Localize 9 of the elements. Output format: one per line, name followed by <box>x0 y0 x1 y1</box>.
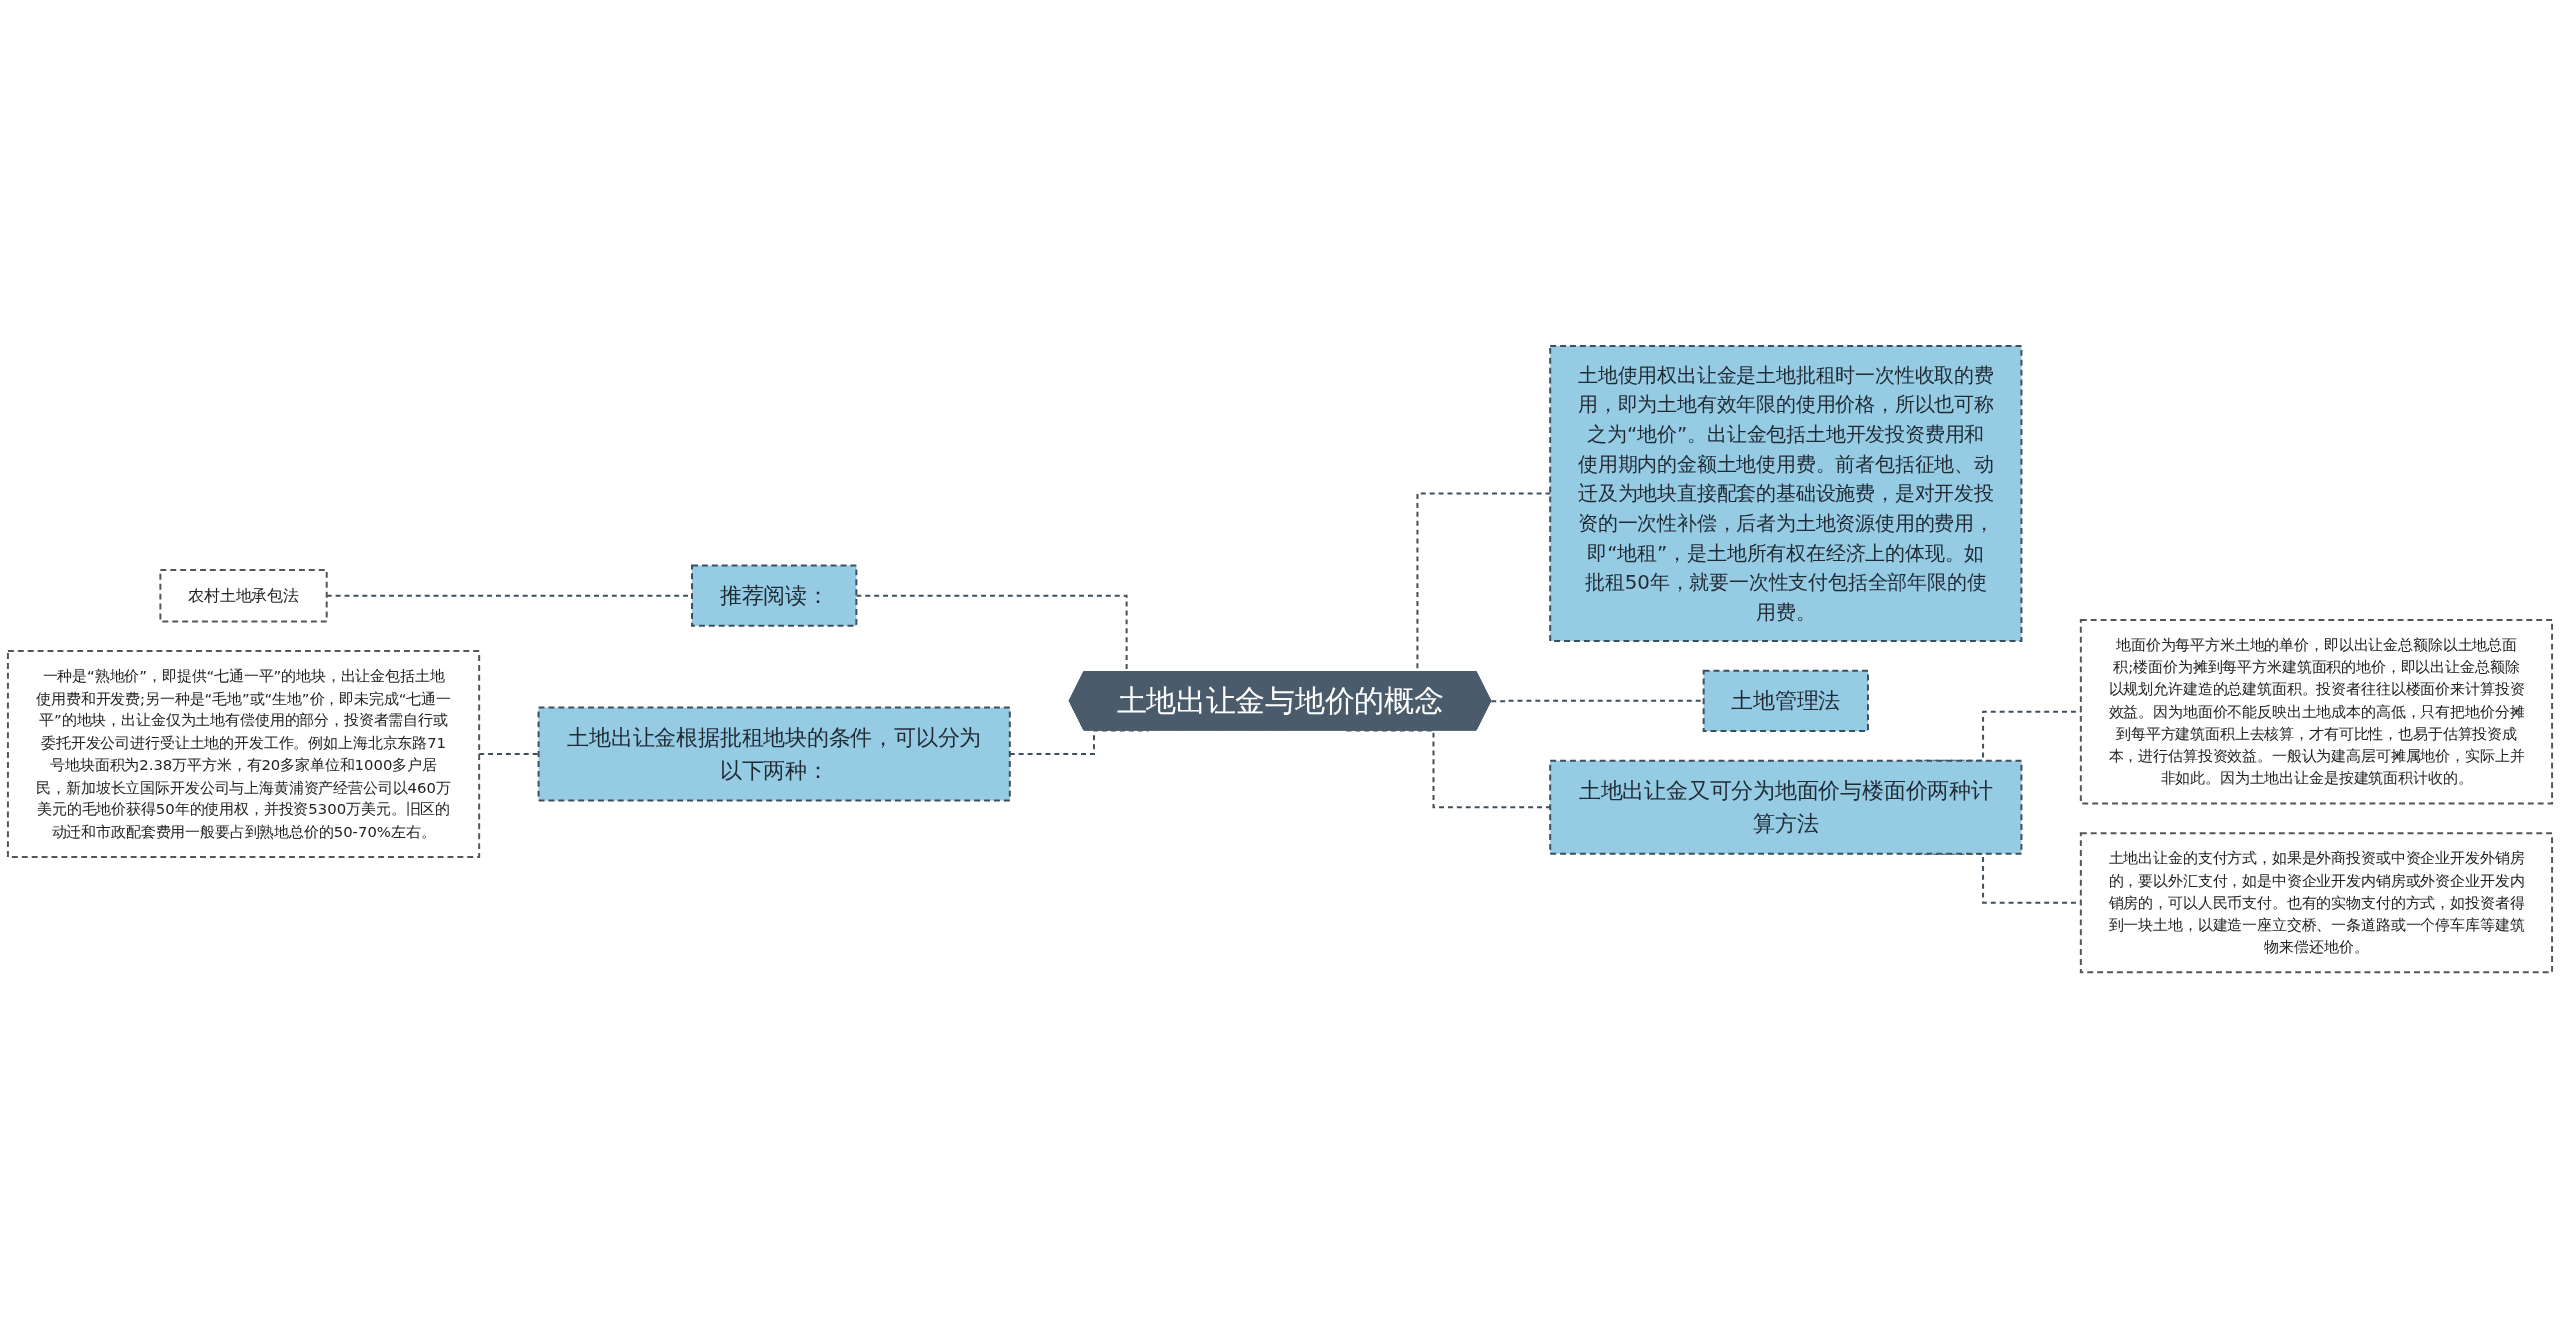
node-box: 地面价为每平方米土地的单价，即以出让金总额除以土地总面积;楼面价为摊到每平方米建筑面积的地价，即以出让金总额除以规划允许建造的总建筑面积。投资者往往以楼面价来计算投资效益。因为地面价不能反映出土地成本的高低，只有把地价分摊到每平方建筑面积上去核算，才有可比性，也易于估算投资成本，进行估算投资效益。一般认为建高层可摊属地价，实际上并非如此。因为土地出让金是按建筑面积计收的。 <box>2079 619 2554 805</box>
node-box: 土地使用权出让金是土地批租时一次性收取的费用，即为土地有效年限的使用价格，所以也可称之为“地价”。出让金包括土地开发投资费用和使用期内的金额土地使用费。前者包括征地、动迁及为地块直接配套的基础设施费，是对开发投资的一次性补偿，后者为土地资源使用的费用，即“地租”，是土地所有权在经济上的体现。如批租50年，就要一次性支付包括全部年限的使用费。 <box>1549 345 2023 643</box>
node-box: 土地出让金的支付方式，如果是外商投资或中资企业开发外销房的，要以外汇支付，如是中资企业开发内销房或外资企业开发内销房的，可以人民币支付。也有的实物支付的方式，如投资者得到一块土地，以建造一座立交桥、一条道路或一个停车库等建筑物来偿还地价。 <box>2079 832 2554 974</box>
node-box: 农村土地承包法 <box>159 569 328 623</box>
node-box: 土地管理法 <box>1702 670 1869 733</box>
node-box: 一种是“熟地价”，即提供“七通一平”的地块，出让金包括土地使用费和开发费;另一种是“毛地”或“生地”价，即未完成“七通一平”的地块，出让金仅为土地有偿使用的部分，投资者需自行或委托开发公司进行受让土地的开发工作。例如上海北京东路71号地块面积为2.38万平方米，有20多家单位和1000多户居民，新加坡长立国际开发公司与上海黄浦资产经营公司以460万美元的毛地价获得50年的使用权，并投资5300万美元。旧区的动迁和市政配套费用一般要占到熟地总价的50-70%左右。 <box>6 650 481 859</box>
node-box: 土地出让金根据批租地块的条件，可以分为以下两种： <box>537 706 1011 802</box>
node-box: 推荐阅读： <box>691 564 858 628</box>
node-box: 土地出让金又可分为地面价与楼面价两种计算方法 <box>1549 760 2023 856</box>
